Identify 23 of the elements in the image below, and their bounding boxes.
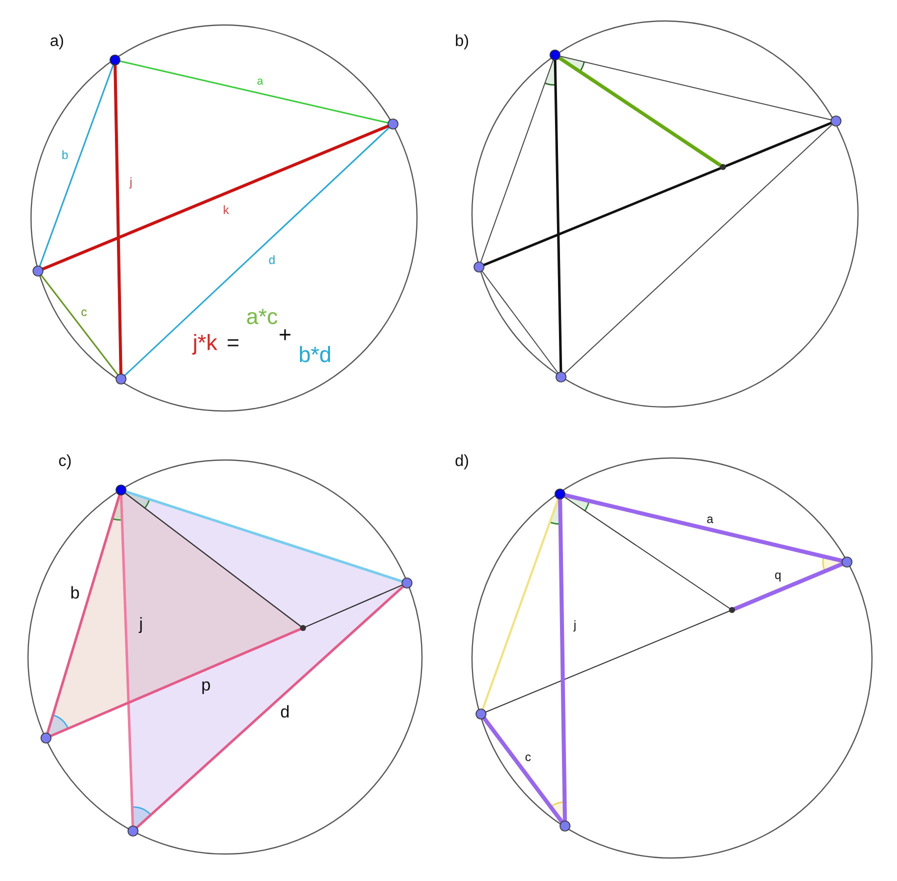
- equation-term: b*d: [298, 344, 332, 366]
- segment-label: q: [774, 569, 782, 581]
- segment-label: j: [139, 616, 143, 632]
- panel-label: d): [454, 454, 470, 470]
- segment-label: b: [62, 149, 68, 161]
- plus-sign: +: [278, 324, 292, 346]
- panel-label: a): [50, 34, 64, 50]
- segment-label: j: [574, 619, 576, 631]
- segment-label: d: [280, 704, 290, 720]
- equation-term: j*k: [192, 332, 218, 354]
- segment-label: j: [130, 176, 132, 188]
- segment-label: p: [201, 676, 211, 694]
- segment-label: c: [525, 751, 531, 763]
- panel-label: c): [58, 454, 72, 470]
- segment-label: b: [70, 584, 80, 602]
- equation-term: a*c: [246, 306, 278, 328]
- segment-label: a: [706, 513, 714, 525]
- equals-sign: =: [226, 332, 240, 354]
- segment-label: d: [268, 254, 276, 266]
- segment-label: k: [223, 204, 229, 216]
- segment-label: a: [256, 76, 264, 88]
- panel-label: b): [454, 34, 470, 50]
- segment-label: c: [81, 306, 87, 318]
